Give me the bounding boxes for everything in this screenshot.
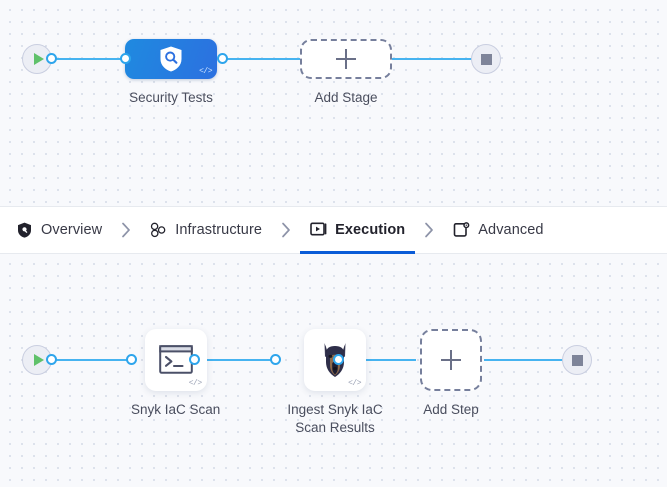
stage-node-input-port[interactable]	[120, 53, 131, 64]
stage-node-output-port[interactable]	[217, 53, 228, 64]
tab-infrastructure[interactable]: Infrastructure	[148, 207, 264, 254]
step-link-2	[338, 359, 416, 361]
tab-overview[interactable]: Overview	[14, 207, 104, 254]
code-badge-icon: </>	[348, 379, 361, 388]
stage-node-label: Security Tests	[129, 90, 213, 105]
execution-tab-bar[interactable]: Overview Infrastructure	[0, 206, 667, 254]
step-node-snyk-iac-scan[interactable]: </> Snyk IaC Scan	[131, 329, 220, 419]
tab-execution-label: Execution	[335, 222, 406, 238]
stage-node-body[interactable]: </>	[125, 39, 217, 79]
stop-icon	[571, 354, 583, 366]
step-1-output-port[interactable]	[189, 354, 200, 365]
step-1-input-port[interactable]	[126, 354, 137, 365]
step-2-output-port[interactable]	[333, 354, 344, 365]
add-stage-node[interactable]: Add Stage	[300, 39, 392, 107]
tab-infrastructure-label: Infrastructure	[175, 222, 263, 238]
add-step-node[interactable]: Add Step	[420, 329, 482, 419]
stop-icon	[480, 53, 492, 65]
stage-link-start	[50, 58, 132, 60]
plus-icon	[336, 49, 356, 69]
add-stage-button[interactable]	[300, 39, 392, 79]
shield-icon	[16, 222, 33, 239]
nodes-icon	[150, 222, 167, 239]
tab-advanced-label: Advanced	[478, 222, 544, 238]
card-gear-icon	[453, 221, 470, 239]
play-icon	[33, 53, 44, 65]
step-start-node[interactable]	[22, 345, 52, 375]
chevron-right-icon	[407, 222, 451, 238]
stage-start-port[interactable]	[46, 53, 57, 64]
step-link-1	[194, 359, 276, 361]
step-end-node[interactable]	[562, 345, 592, 375]
pipeline-start-node[interactable]	[22, 44, 52, 74]
add-step-button[interactable]	[420, 329, 482, 391]
play-icon	[33, 354, 44, 366]
step-start-port[interactable]	[46, 354, 57, 365]
play-screen-icon	[310, 222, 327, 239]
terminal-icon	[158, 345, 193, 374]
step-link-start	[50, 359, 132, 361]
step-node-label: Snyk IaC Scan	[131, 402, 221, 417]
add-step-label: Add Step	[423, 402, 479, 417]
tab-advanced[interactable]: Advanced	[451, 207, 545, 254]
code-badge-icon: </>	[199, 67, 212, 76]
chevron-right-icon	[104, 222, 148, 238]
stage-node-security-tests[interactable]: </> Security Tests	[125, 39, 217, 107]
pipeline-end-node[interactable]	[471, 44, 501, 74]
step-2-input-port[interactable]	[270, 354, 281, 365]
code-badge-icon: </>	[188, 379, 202, 388]
step-canvas[interactable]: </> Snyk IaC Scan	[0, 254, 667, 487]
chevron-right-icon	[264, 222, 308, 238]
step-node-ingest-snyk-results[interactable]: </> Ingest Snyk IaC Scan Results	[275, 329, 395, 437]
tab-execution[interactable]: Execution	[300, 207, 416, 254]
stage-canvas[interactable]: </> Security Tests Add Stage	[0, 0, 667, 206]
step-node-label: Ingest Snyk IaC Scan Results	[287, 402, 383, 435]
shield-search-icon	[160, 46, 182, 72]
add-stage-label: Add Stage	[314, 90, 378, 105]
plus-icon	[441, 350, 461, 370]
stage-link-2	[388, 58, 476, 60]
tab-overview-label: Overview	[41, 222, 103, 238]
stage-link-1	[222, 58, 304, 60]
step-link-3	[484, 359, 566, 361]
